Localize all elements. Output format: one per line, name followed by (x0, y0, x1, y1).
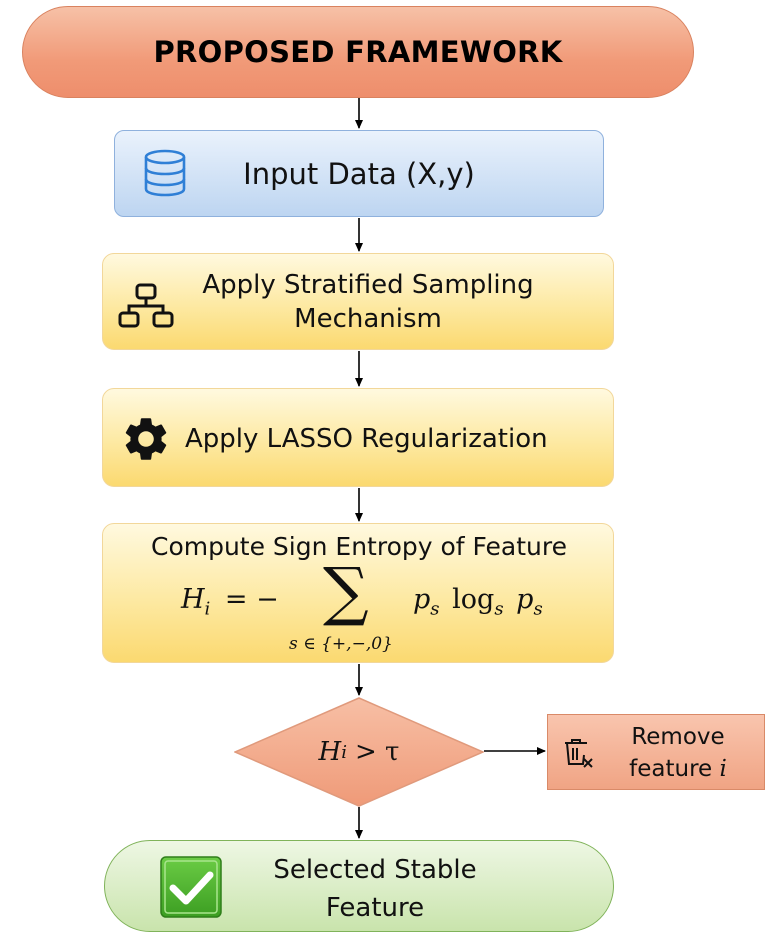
lasso-box: Apply LASSO Regularization (102, 388, 614, 487)
formula-rhs: ps logs ps (413, 584, 543, 620)
sum-symbol: ∑ (323, 555, 369, 629)
final-label-line1: Selected Stable (273, 855, 477, 885)
lasso-label: Apply LASSO Regularization (185, 423, 548, 454)
diagram-title: PROPOSED FRAMEWORK (153, 35, 563, 69)
trash-x-icon (565, 739, 593, 768)
stratified-sampling-box: Apply Stratified Sampling Mechanism (102, 253, 614, 350)
final-label-line2: Feature (325, 893, 425, 923)
entropy-title: Compute Sign Entropy of Feature (150, 532, 567, 561)
sign-entropy-box: Compute Sign Entropy of Feature Hi = − ∑… (102, 523, 614, 663)
remove-feature-box: Remove feature i (547, 714, 765, 790)
title-terminator: PROPOSED FRAMEWORK (22, 6, 694, 98)
input-data-box: Input Data (X,y) (114, 130, 604, 217)
hierarchy-icon (118, 283, 174, 328)
database-icon (144, 149, 186, 197)
sampling-label-line2: Mechanism (294, 303, 442, 334)
input-data-label: Input Data (X,y) (243, 156, 475, 191)
decision-diamond (234, 697, 484, 807)
formula-lhs: Hi = − (181, 584, 279, 620)
gear-icon (125, 418, 167, 460)
remove-label-line2: feature i (629, 756, 727, 782)
remove-label-line1: Remove (631, 724, 725, 750)
sampling-label-line1: Apply Stratified Sampling (202, 269, 534, 300)
checkmark-icon (160, 856, 222, 918)
sum-index: s ∈ {+,−,0} (289, 634, 393, 654)
